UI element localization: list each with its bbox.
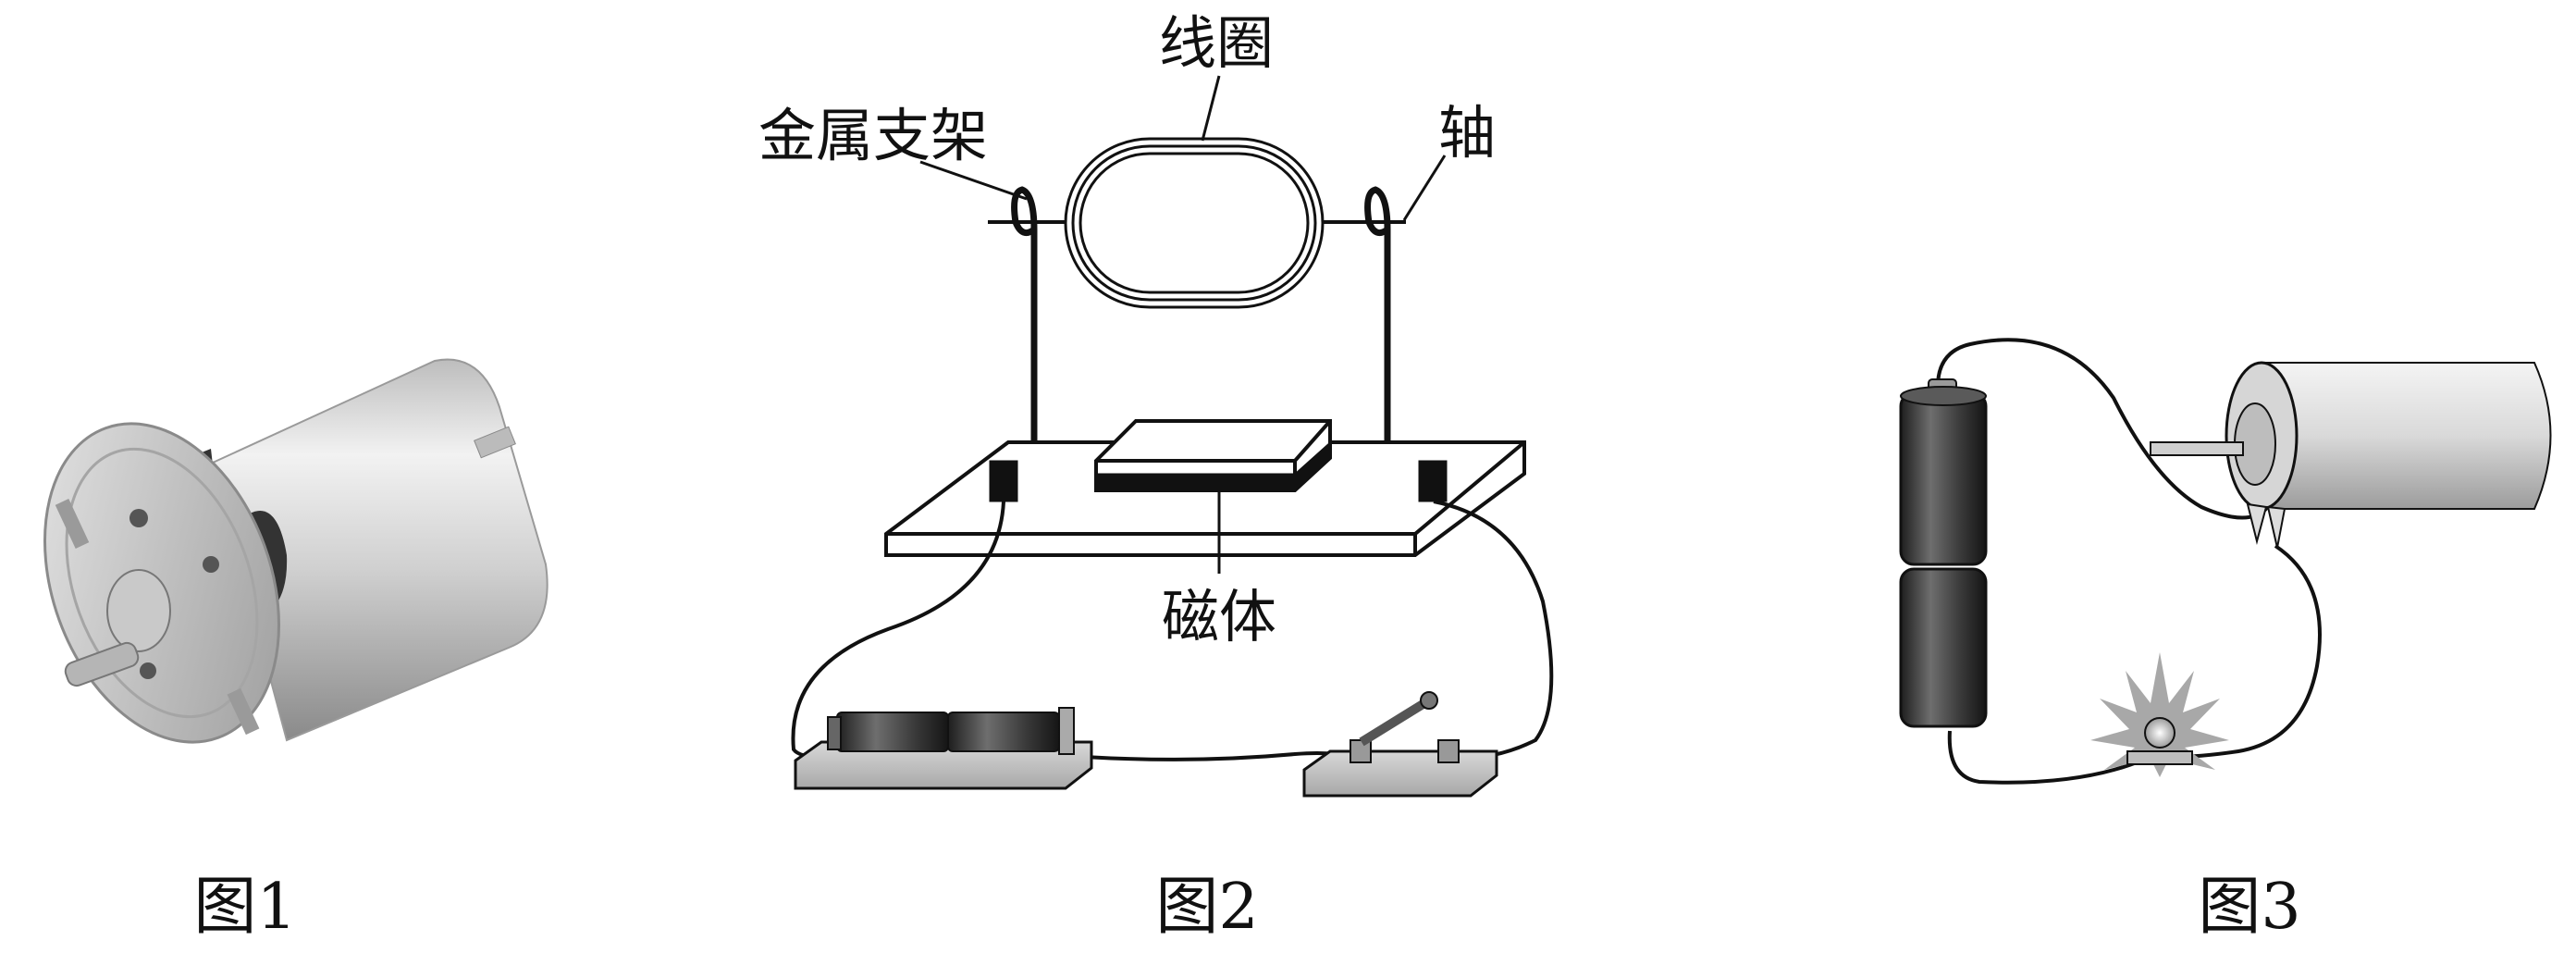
leader-axle (1402, 155, 1447, 221)
label-axle: 轴 (1438, 99, 1496, 167)
motor-body (211, 358, 548, 742)
terminal-post-left (989, 460, 1018, 502)
cap-hole (140, 662, 156, 679)
bearing-boss (106, 569, 171, 652)
battery-lower (1899, 567, 1988, 728)
terminal-post-right (1418, 460, 1448, 502)
coil (1064, 137, 1325, 309)
battery-upper (1899, 391, 1988, 566)
front-shaft (64, 641, 140, 687)
switch-base (1302, 749, 1498, 798)
figure2-caption: 图2 (1155, 871, 1258, 944)
figure1-caption: 图1 (193, 871, 296, 944)
simple-motor-diagram (791, 75, 1554, 798)
cap-hole (129, 509, 148, 527)
battery-cell (947, 712, 1060, 752)
generator-circuit (1899, 338, 2552, 785)
lamp-holder (2126, 750, 2193, 765)
wire-right (1433, 500, 1554, 761)
wire-bottom (1083, 751, 1347, 761)
metal-support-left (1011, 186, 1038, 463)
wire-top (1936, 338, 2268, 520)
wire-left (791, 501, 1005, 760)
figure3-caption: 图3 (2198, 871, 2300, 944)
label-magnet: 磁体 (1162, 583, 1276, 650)
label-metal-support: 金属支架 (758, 102, 988, 169)
leader-support (919, 160, 1028, 201)
leader-coil (1201, 75, 1221, 142)
motor-terminal (227, 687, 260, 736)
motor-terminal (55, 499, 90, 549)
rear-shaft (474, 426, 516, 459)
lamp (2090, 652, 2229, 777)
metal-support-right (1364, 186, 1391, 463)
wire-battery-to-lamp (1947, 730, 2147, 785)
magnet-lower-pole (1095, 473, 1296, 491)
battery-cell (836, 712, 949, 752)
cap-hole (203, 556, 219, 573)
motor-shaft (2150, 441, 2244, 456)
lamp-glow-rays (2090, 652, 2229, 777)
battery-holder-base (794, 740, 1093, 790)
wire-motor-to-lamp (2173, 544, 2322, 759)
motor-cylinder (2261, 362, 2552, 510)
base-board (884, 440, 1526, 557)
end-cap-rim (65, 447, 259, 719)
label-coil: 线圈 (1159, 9, 1274, 77)
motor-photo (43, 358, 548, 744)
switch-lever (1359, 699, 1427, 747)
